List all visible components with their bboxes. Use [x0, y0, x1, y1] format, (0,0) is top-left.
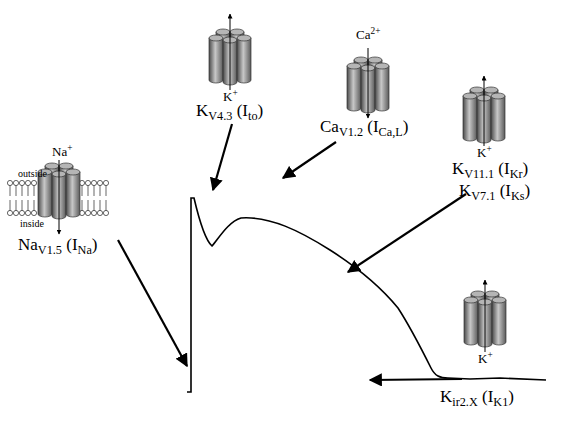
- leader-arrows: [118, 124, 466, 380]
- subscript-text: Ca,L: [379, 125, 403, 139]
- calcium-channel-icon: [347, 48, 389, 118]
- superscript-text: +: [67, 143, 72, 153]
- superscript-text: +: [232, 88, 237, 98]
- channel-label: Kir2.X (IK1): [440, 388, 514, 407]
- membrane-side-label: inside: [20, 218, 44, 229]
- subscript-text: Na: [78, 243, 92, 257]
- superscript-text: 2+: [370, 26, 380, 36]
- subscript-text: V1.5: [38, 243, 62, 257]
- channel-label: CaV1.2 (ICa,L): [320, 118, 408, 137]
- potassium-channel-icon: [464, 280, 506, 352]
- potassium-channel-icon: [209, 14, 251, 90]
- superscript-text: +: [486, 144, 491, 154]
- superscript-text: +: [487, 350, 492, 360]
- subscript-text: V4.3: [208, 109, 232, 123]
- channel-label: KV7.1 (IKs): [459, 182, 530, 201]
- subscript-text: Ks: [511, 189, 525, 203]
- subscript-text: Kr: [510, 167, 523, 181]
- subscript-text: V7.1: [471, 189, 495, 203]
- channel-label: NaV1.5 (INa): [18, 236, 97, 255]
- membrane-side-label: outside: [18, 168, 47, 179]
- potassium-channel-icon: [463, 76, 505, 146]
- subscript-text: K1: [493, 395, 508, 409]
- ion-label: Na+: [52, 145, 72, 159]
- channel-label: KV4.3 (Ito): [196, 102, 263, 121]
- action-potential-trace: [187, 198, 546, 392]
- subscript-text: V1.2: [339, 125, 363, 139]
- ion-label: K+: [477, 146, 492, 160]
- ion-label: Ca2+: [356, 28, 380, 42]
- ion-label: K+: [478, 352, 493, 366]
- subscript-text: ir2.X: [452, 395, 477, 409]
- channel-label: KV11.1 (IKr): [452, 160, 528, 179]
- subscript-text: V11.1: [464, 167, 494, 181]
- subscript-text: to: [248, 109, 258, 123]
